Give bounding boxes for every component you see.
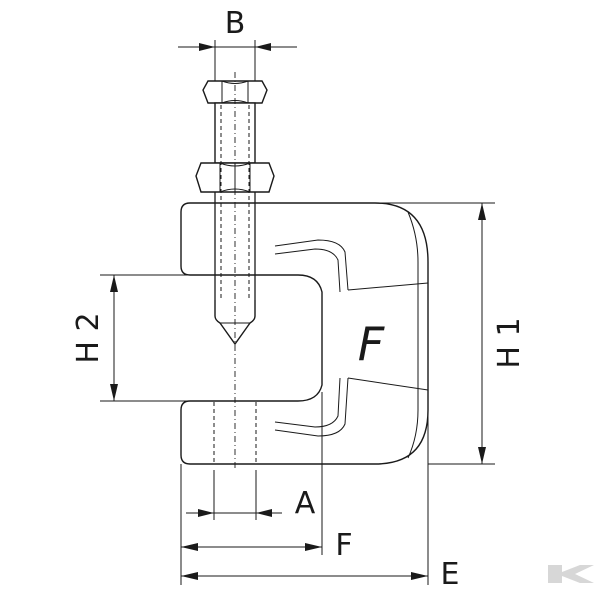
watermark-logo: [548, 565, 594, 583]
dimension-a: A: [186, 470, 316, 521]
dimension-b: B: [178, 6, 297, 81]
dim-label-e: E: [441, 557, 460, 592]
set-screw: [195, 72, 275, 470]
dim-label-b: B: [225, 6, 246, 41]
clamp-body: F: [180, 202, 429, 465]
dim-label-h1: H 1: [492, 317, 527, 368]
dimension-e: E: [181, 362, 459, 592]
screw-hex-head: [202, 80, 268, 104]
dim-label-f: F: [335, 528, 352, 563]
clamp-cast-mark: F: [358, 317, 385, 371]
lower-jaw-bore: [213, 402, 257, 462]
dimension-h2: H 2: [71, 274, 200, 402]
dimension-f: F: [180, 392, 353, 585]
dim-label-h2: H 2: [71, 312, 106, 363]
dimension-h1: H 1: [375, 202, 527, 465]
dim-label-a: A: [295, 486, 316, 521]
